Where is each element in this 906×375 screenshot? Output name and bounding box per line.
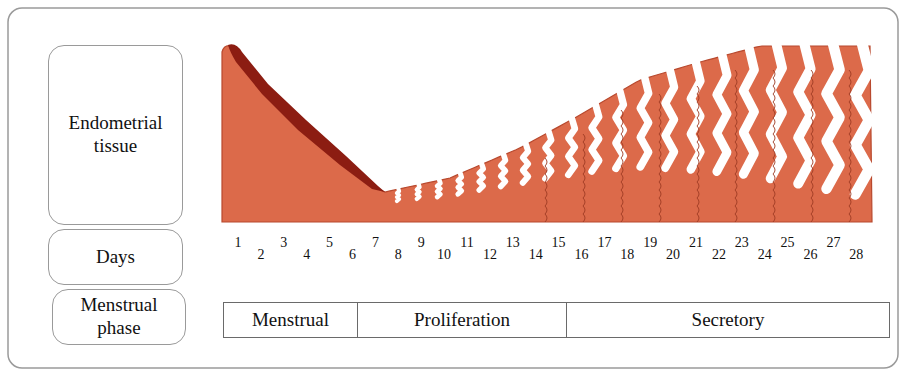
day-number: 10 [437,247,451,263]
gland [479,163,483,191]
day-number: 2 [257,247,264,263]
phase-box: Proliferation [357,302,567,338]
spiral-artery [811,70,813,222]
gland [523,143,528,183]
gland [640,77,648,167]
gland [568,118,575,175]
phase-box: Menstrual [223,302,358,338]
gland [743,47,754,174]
day-number: 19 [643,235,657,251]
day-number: 6 [349,247,356,263]
day-number: 13 [506,235,520,251]
gland [545,130,551,178]
day-number: 7 [372,235,379,251]
box-label: Secretory [692,309,765,331]
day-number: 8 [395,247,402,263]
gland [417,183,420,199]
phase-box: Secretory [566,302,890,338]
day-number: 3 [280,235,287,251]
day-number: 11 [460,235,473,251]
day-number: 12 [483,247,497,263]
outer-frame [8,8,898,368]
day-number: 14 [529,247,543,263]
gland [771,44,783,178]
row-heading-box: Days [48,229,183,285]
spiral-artery [583,134,585,222]
day-number: 25 [781,235,795,251]
box-label: Endometrial tissue [57,112,174,158]
spiral-artery [621,110,623,222]
spiral-artery [735,70,737,222]
gland [798,44,810,184]
spiral-artery [659,94,661,222]
box-label: Menstrual phase [61,294,177,340]
day-number: 18 [620,247,634,263]
day-number: 16 [575,247,589,263]
gland [437,178,440,197]
spiral-artery [773,70,775,222]
gland [458,172,462,194]
spiral-artery [545,158,547,222]
day-number: 23 [735,235,749,251]
endometrial-tissue [222,44,872,222]
gland [827,44,840,189]
day-number: 15 [552,235,566,251]
day-number: 4 [303,247,310,263]
box-label: Menstrual [252,309,329,331]
gland [665,69,674,168]
day-number: 21 [689,235,703,251]
row-heading-box: Menstrual phase [52,289,186,345]
day-number: 24 [758,247,772,263]
day-number: 22 [712,247,726,263]
gland [592,104,599,171]
box-label: Days [96,246,135,269]
day-number: 9 [418,235,425,251]
day-number: 28 [849,247,863,263]
spiral-artery [697,86,699,222]
gland [717,54,727,171]
gland [501,153,506,186]
spiral-artery [849,70,851,222]
gland [397,187,399,201]
day-number: 20 [666,247,680,263]
box-label: Proliferation [414,309,510,331]
day-number: 17 [597,235,611,251]
shedding-layer [228,44,385,192]
day-number: 26 [804,247,818,263]
gland [855,44,869,194]
row-heading-box: Endometrial tissue [48,45,183,225]
day-number: 1 [235,235,242,251]
day-number: 27 [826,235,840,251]
day-number: 5 [326,235,333,251]
